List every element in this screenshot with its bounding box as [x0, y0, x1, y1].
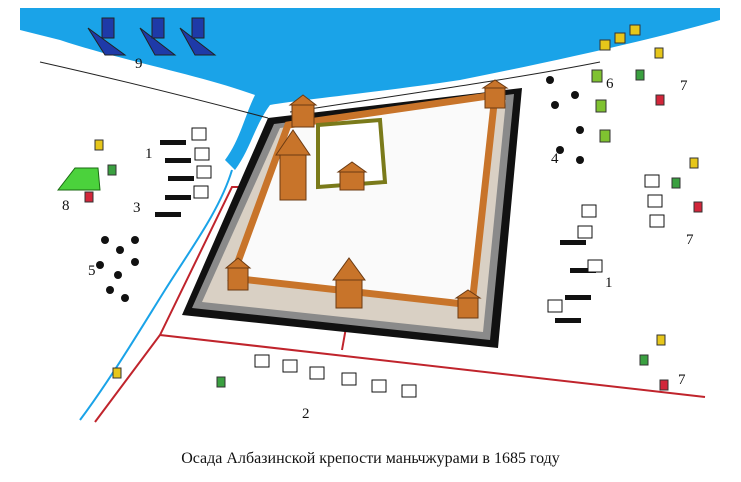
label-7-right: 7	[686, 232, 694, 248]
towers	[224, 79, 509, 319]
label-9: 9	[135, 56, 143, 72]
label-1-left: 1	[145, 146, 153, 162]
gabions	[191, 127, 665, 398]
label-6: 6	[606, 76, 614, 92]
label-2: 2	[302, 406, 310, 422]
inner-fort	[316, 117, 388, 190]
label-3: 3	[133, 200, 141, 216]
caption: Осада Албазинской крепости маньчжурами в…	[181, 450, 560, 467]
banners	[84, 24, 703, 391]
shore	[39, 61, 601, 119]
label-7-top: 7	[680, 78, 688, 94]
label-7-bottom: 7	[678, 372, 686, 388]
label-4: 4	[551, 151, 559, 167]
label-5: 5	[88, 263, 96, 279]
boats	[87, 17, 217, 56]
soldiers	[96, 76, 584, 302]
stream	[79, 169, 233, 421]
cannons-left	[155, 140, 596, 323]
label-8: 8	[62, 198, 70, 214]
tent	[56, 167, 101, 191]
label-1-right: 1	[605, 275, 613, 291]
